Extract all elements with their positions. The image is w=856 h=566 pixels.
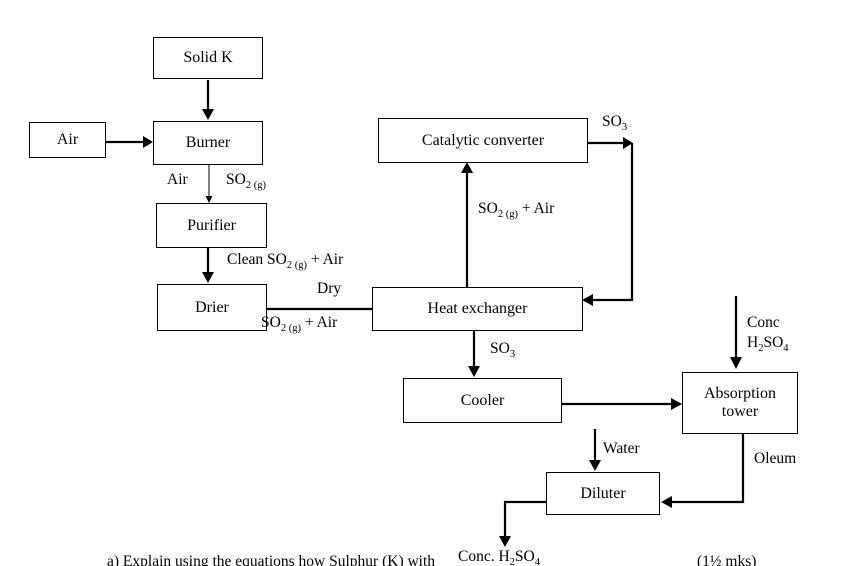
box-drier: Drier	[157, 284, 267, 331]
footer-marks-fragment: (1½ mks)	[697, 553, 757, 566]
label-so2-air-to-converter: SO2 (g) + Air	[478, 200, 555, 221]
box-catalytic-converter: Catalytic converter	[378, 118, 588, 163]
box-solid-k: Solid K	[153, 37, 263, 79]
label-conc-out-2: 2	[509, 557, 515, 566]
box-heat-exchanger-label: Heat exchanger	[427, 300, 528, 318]
box-absorption-tower-label-line1: Absorption	[704, 385, 776, 403]
arrow-heat-exchanger-to-converter	[461, 162, 473, 287]
box-diluter-label: Diluter	[580, 484, 626, 502]
label-clean-so2-air-base: Clean SO	[227, 251, 287, 268]
label-clean-so2-air-tail: + Air	[306, 251, 344, 268]
box-cooler: Cooler	[403, 378, 562, 423]
arrow-purifier-to-drier	[202, 248, 214, 283]
label-conc-h2so4-out: Conc. H2SO4	[458, 548, 540, 566]
label-so2-air-he-base: SO	[261, 314, 281, 331]
box-solid-k-label: Solid K	[183, 49, 233, 67]
label-so2-air-he-sub: 2 (g)	[280, 323, 301, 335]
label-so3-mid-base: SO	[490, 340, 510, 357]
label-so3-to-cooler: SO3	[490, 340, 516, 361]
label-so2-air-cc-sub: 2 (g)	[497, 209, 518, 221]
box-burner: Burner	[153, 121, 263, 165]
box-absorption-tower: Absorption tower	[682, 372, 798, 434]
box-absorption-tower-label-line2: tower	[721, 403, 759, 420]
box-air: Air	[29, 122, 106, 158]
label-dry: Dry	[317, 280, 342, 297]
label-so2-from-burner-base: SO	[226, 171, 246, 188]
box-drier-label: Drier	[195, 298, 229, 316]
label-conc-in-4: 4	[783, 343, 789, 355]
label-conc-in-h: H	[747, 334, 759, 351]
label-so2-from-burner-sub: 2 (g)	[245, 180, 266, 192]
label-so2-air-cc-tail: + Air	[517, 200, 555, 217]
box-catalytic-converter-label: Catalytic converter	[421, 131, 545, 149]
arrow-burner-to-purifier	[205, 165, 213, 203]
box-purifier-label: Purifier	[187, 216, 236, 234]
label-so2-from-burner: SO2 (g)	[226, 171, 266, 192]
label-air-from-burner: Air	[167, 171, 188, 188]
label-so2-air-cc-base: SO	[478, 200, 498, 217]
arrow-converter-so3-loop	[582, 137, 634, 306]
label-conc-in-line1: Conc	[747, 314, 780, 331]
label-water: Water	[603, 440, 640, 457]
box-heat-exchanger: Heat exchanger	[372, 287, 583, 331]
label-conc-in-so: SO	[763, 334, 784, 351]
arrow-cooler-to-absorption-tower	[562, 398, 682, 410]
arrow-air-to-burner	[106, 136, 153, 148]
arrow-diluter-to-conc-h2so4-out	[499, 500, 546, 547]
arrow-solidk-to-burner	[202, 80, 214, 120]
label-oleum: Oleum	[754, 450, 797, 467]
label-conc-h2so4-in: Conc H2SO4	[747, 313, 789, 355]
footer-question-fragment: a) Explain using the equations how Sulph…	[107, 553, 436, 566]
arrow-oleum-absorption-to-diluter	[661, 434, 745, 508]
box-cooler-label: Cooler	[460, 391, 505, 409]
arrow-heat-exchanger-to-cooler	[468, 331, 480, 377]
arrow-water-into-diluter	[589, 429, 601, 471]
label-so2-air-he-tail: + Air	[300, 314, 338, 331]
label-so2-air-to-heat-exchanger: SO2 (g) + Air	[261, 314, 338, 335]
label-so3-top-sub: 3	[621, 122, 628, 134]
box-diluter: Diluter	[546, 472, 660, 515]
label-conc-out-4: 4	[534, 557, 540, 566]
arrow-conc-h2so4-into-absorption-tower	[730, 296, 742, 369]
label-conc-out-so: SO	[514, 548, 535, 565]
label-conc-in-2: 2	[758, 343, 764, 355]
box-air-label: Air	[56, 131, 79, 149]
label-clean-so2-air-sub: 2 (g)	[286, 260, 307, 272]
label-clean-so2-air: Clean SO2 (g) + Air	[227, 251, 344, 272]
label-conc-out-base: Conc. H	[458, 548, 510, 565]
label-so3-top-base: SO	[602, 113, 622, 130]
box-purifier: Purifier	[156, 203, 267, 248]
box-burner-label: Burner	[185, 134, 231, 152]
label-so3-from-converter: SO3	[602, 113, 628, 134]
label-so3-mid-sub: 3	[509, 349, 516, 361]
